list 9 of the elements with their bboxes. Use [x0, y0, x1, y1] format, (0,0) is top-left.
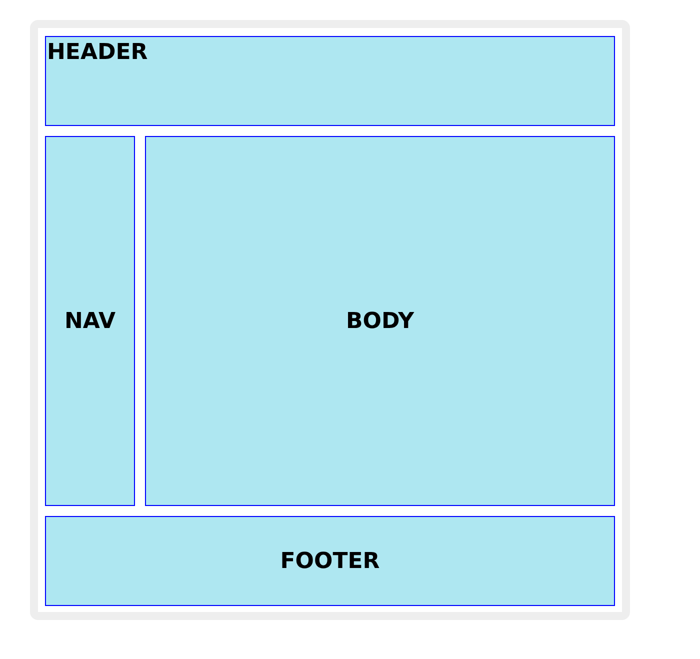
nav-region: [45, 136, 135, 506]
footer-region: [45, 516, 615, 606]
body-region: [145, 136, 615, 506]
header-region: [45, 36, 615, 126]
region-label: NAV: [64, 308, 116, 334]
page-frame: [30, 20, 630, 620]
region-label: BODY: [346, 308, 414, 334]
region-label: FOOTER: [280, 548, 380, 574]
region-label: HEADER: [47, 40, 148, 65]
